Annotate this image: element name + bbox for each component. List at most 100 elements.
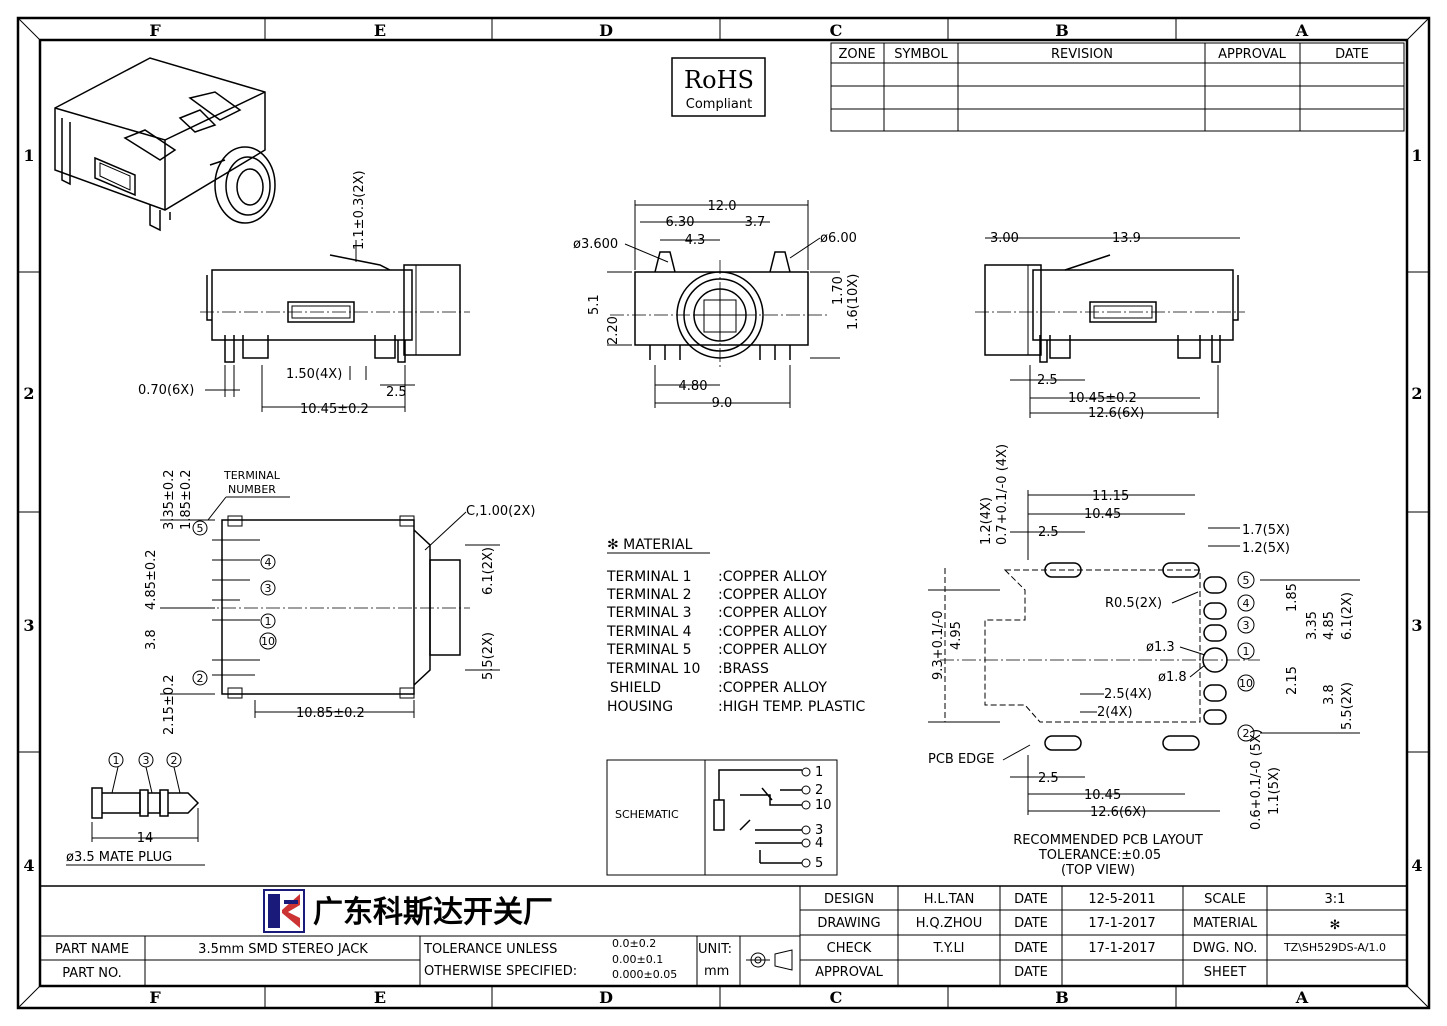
pcb-dim-r0-5: R0.5(2X) xyxy=(1105,596,1162,611)
dim-front-h1: 1.70 xyxy=(831,276,846,305)
dim-front-inner: 4.3 xyxy=(685,233,706,248)
drawing-value: H.Q.ZHOU xyxy=(916,916,982,931)
pcb-dim-1-85: 1.85 xyxy=(1285,583,1300,612)
rohs-text: RoHS xyxy=(684,66,754,94)
zone-letter-d-top: D xyxy=(599,21,613,40)
dim-top-4-85: 4.85±0.2 xyxy=(144,549,159,610)
zone-number-2-left: 2 xyxy=(23,384,34,403)
pcb-caption-3: (TOP VIEW) xyxy=(1061,863,1135,878)
date-label-design: DATE xyxy=(1014,892,1048,907)
pcb-dim-1-2-4x: 1.2(4X) xyxy=(979,497,994,545)
material-value-4: :COPPER ALLOY xyxy=(718,624,827,640)
pcb-dim-11-15: 11.15 xyxy=(1092,489,1129,504)
dim-right-left: 3.00 xyxy=(990,231,1019,246)
dim-front-width: 12.0 xyxy=(708,199,737,214)
terminal-label: TERMINAL xyxy=(223,469,281,482)
zone-number-1-left: 1 xyxy=(23,146,34,165)
schematic-pin-1: 1 xyxy=(815,765,823,780)
material-value-housing: :HIGH TEMP. PLASTIC xyxy=(718,699,866,715)
dim-pitch: 1.50(4X) xyxy=(286,367,342,382)
material-part-4: TERMINAL 4 xyxy=(606,624,692,640)
pcb-dim-3-35: 3.35 xyxy=(1305,611,1320,640)
plug-length: 14 xyxy=(137,831,154,846)
pcb-dim-6-1: 6.1(2X) xyxy=(1340,592,1355,640)
top-terminal-5: 5 xyxy=(197,522,204,535)
dim-top-length: 10.85±0.2 xyxy=(296,706,365,721)
pcb-layout: 5 4 3 1 10 2 11.15 10.45 2.5 1.2(4X) 0.7… xyxy=(928,444,1360,878)
dim-length: 10.45±0.2 xyxy=(300,402,369,417)
pcb-dim-1-1: 1.1(5X) xyxy=(1267,767,1282,815)
pcb-dim-0-7: 0.7+0.1/-0 (4X) xyxy=(995,444,1010,545)
date-drawing-value: 17-1-2017 xyxy=(1088,916,1155,931)
pcb-dim-2-5-bottom: 2.5 xyxy=(1038,771,1059,786)
dim-pin-width: 0.70(6X) xyxy=(138,383,194,398)
zone-dividers xyxy=(18,18,1429,1008)
material-part-5: TERMINAL 5 xyxy=(606,642,692,658)
top-terminal-3: 3 xyxy=(265,582,272,595)
dim-front-left: 6.30 xyxy=(666,215,695,230)
material-list: ✻ MATERIAL TERMINAL 1 :COPPER ALLOY TERM… xyxy=(606,537,866,715)
dim-top-3-8: 3.8 xyxy=(144,629,159,650)
pcb-caption-1: RECOMMENDED PCB LAYOUT xyxy=(1013,833,1203,848)
top-terminal-2: 2 xyxy=(197,672,204,685)
dim-gap: 2.5 xyxy=(386,385,407,400)
pcb-dim-12-6: 12.6(6X) xyxy=(1090,805,1146,820)
pcb-terminal-2: 2 xyxy=(1243,727,1250,740)
dim-height-1-1: 1.1±0.3(2X) xyxy=(352,170,367,250)
dim-right-gap: 2.5 xyxy=(1037,373,1058,388)
pcb-dim-2-4x: 2(4X) xyxy=(1097,705,1133,720)
dim-right-length: 10.45±0.2 xyxy=(1068,391,1137,406)
material-part-10: TERMINAL 10 xyxy=(606,661,700,677)
pcb-dim-2-5-top: 2.5 xyxy=(1038,525,1059,540)
pcb-dim-5-5: 5.5(2X) xyxy=(1340,682,1355,730)
pcb-dim-10-45-bottom: 10.45 xyxy=(1084,788,1121,803)
pcb-terminal-1: 1 xyxy=(1243,645,1250,658)
rohs-badge: RoHS Compliant xyxy=(671,57,766,117)
material-part-3: TERMINAL 3 xyxy=(606,605,692,621)
material-value-shield: :COPPER ALLOY xyxy=(718,680,827,696)
zone-letter-a-top: A xyxy=(1295,21,1309,40)
material-part-1: TERMINAL 1 xyxy=(606,569,692,585)
tolerance-value-a: 0.0±0.2 xyxy=(612,937,656,950)
plug-label-2: 2 xyxy=(171,754,178,767)
zone-number-3-right: 3 xyxy=(1411,616,1422,635)
zone-letter-e-top: E xyxy=(374,21,386,40)
pcb-dim-3-8: 3.8 xyxy=(1322,684,1337,705)
schematic-pin-4: 4 xyxy=(815,836,823,851)
dim-front-v1: 5.1 xyxy=(587,294,602,315)
dim-front-bottom: 9.0 xyxy=(712,396,733,411)
material-value-5: :COPPER ALLOY xyxy=(718,642,827,658)
zone-number-3-left: 3 xyxy=(23,616,34,635)
side-view-left: 1.1±0.3(2X) 0.70(6X) 1.50(4X) 2.5 10.45±… xyxy=(138,170,470,417)
mate-plug: 1 3 2 14 ø3.5 MATE PLUG xyxy=(66,752,205,866)
unit-value: mm xyxy=(704,964,729,979)
pcb-edge-label: PCB EDGE xyxy=(928,752,994,767)
material-part-2: TERMINAL 2 xyxy=(606,587,692,603)
check-label: CHECK xyxy=(827,941,872,956)
schematic-pin-2: 2 xyxy=(815,783,823,798)
material-part-housing: HOUSING xyxy=(607,699,673,715)
pcb-dim-1-7: 1.7(5X) xyxy=(1242,523,1290,538)
tolerance-line2: OTHERWISE SPECIFIED: xyxy=(424,964,577,979)
zone-letter-b-top: B xyxy=(1055,21,1069,40)
pcb-dim-1-2-5x: 1.2(5X) xyxy=(1242,541,1290,556)
pcb-dim-9-3: 9.3+0.1/-0 xyxy=(931,610,946,680)
design-label: DESIGN xyxy=(824,892,874,907)
pcb-dim-0-6: 0.6+0.1/-0 (5X) xyxy=(1249,729,1264,830)
outer-frame xyxy=(16,16,1431,1010)
material-label: MATERIAL xyxy=(1193,916,1258,931)
date-label-approval: DATE xyxy=(1014,965,1048,980)
number-label: NUMBER xyxy=(228,483,276,496)
dwg-no-label: DWG. NO. xyxy=(1193,941,1258,956)
pcb-dim-2-15: 2.15 xyxy=(1285,666,1300,695)
material-value-1: :COPPER ALLOY xyxy=(718,569,827,585)
pcb-caption-2: TOLERANCE:±0.05 xyxy=(1038,848,1161,863)
top-terminal-4: 4 xyxy=(265,556,272,569)
pcb-dim-hole-1-8: ø1.8 xyxy=(1158,670,1187,685)
rev-header-symbol: SYMBOL xyxy=(894,47,948,62)
scale-value: 3:1 xyxy=(1325,892,1346,907)
sheet-label: SHEET xyxy=(1204,965,1246,980)
company-logo xyxy=(263,889,305,933)
date-check-value: 17-1-2017 xyxy=(1088,941,1155,956)
rev-header-revision: REVISION xyxy=(1051,47,1113,62)
